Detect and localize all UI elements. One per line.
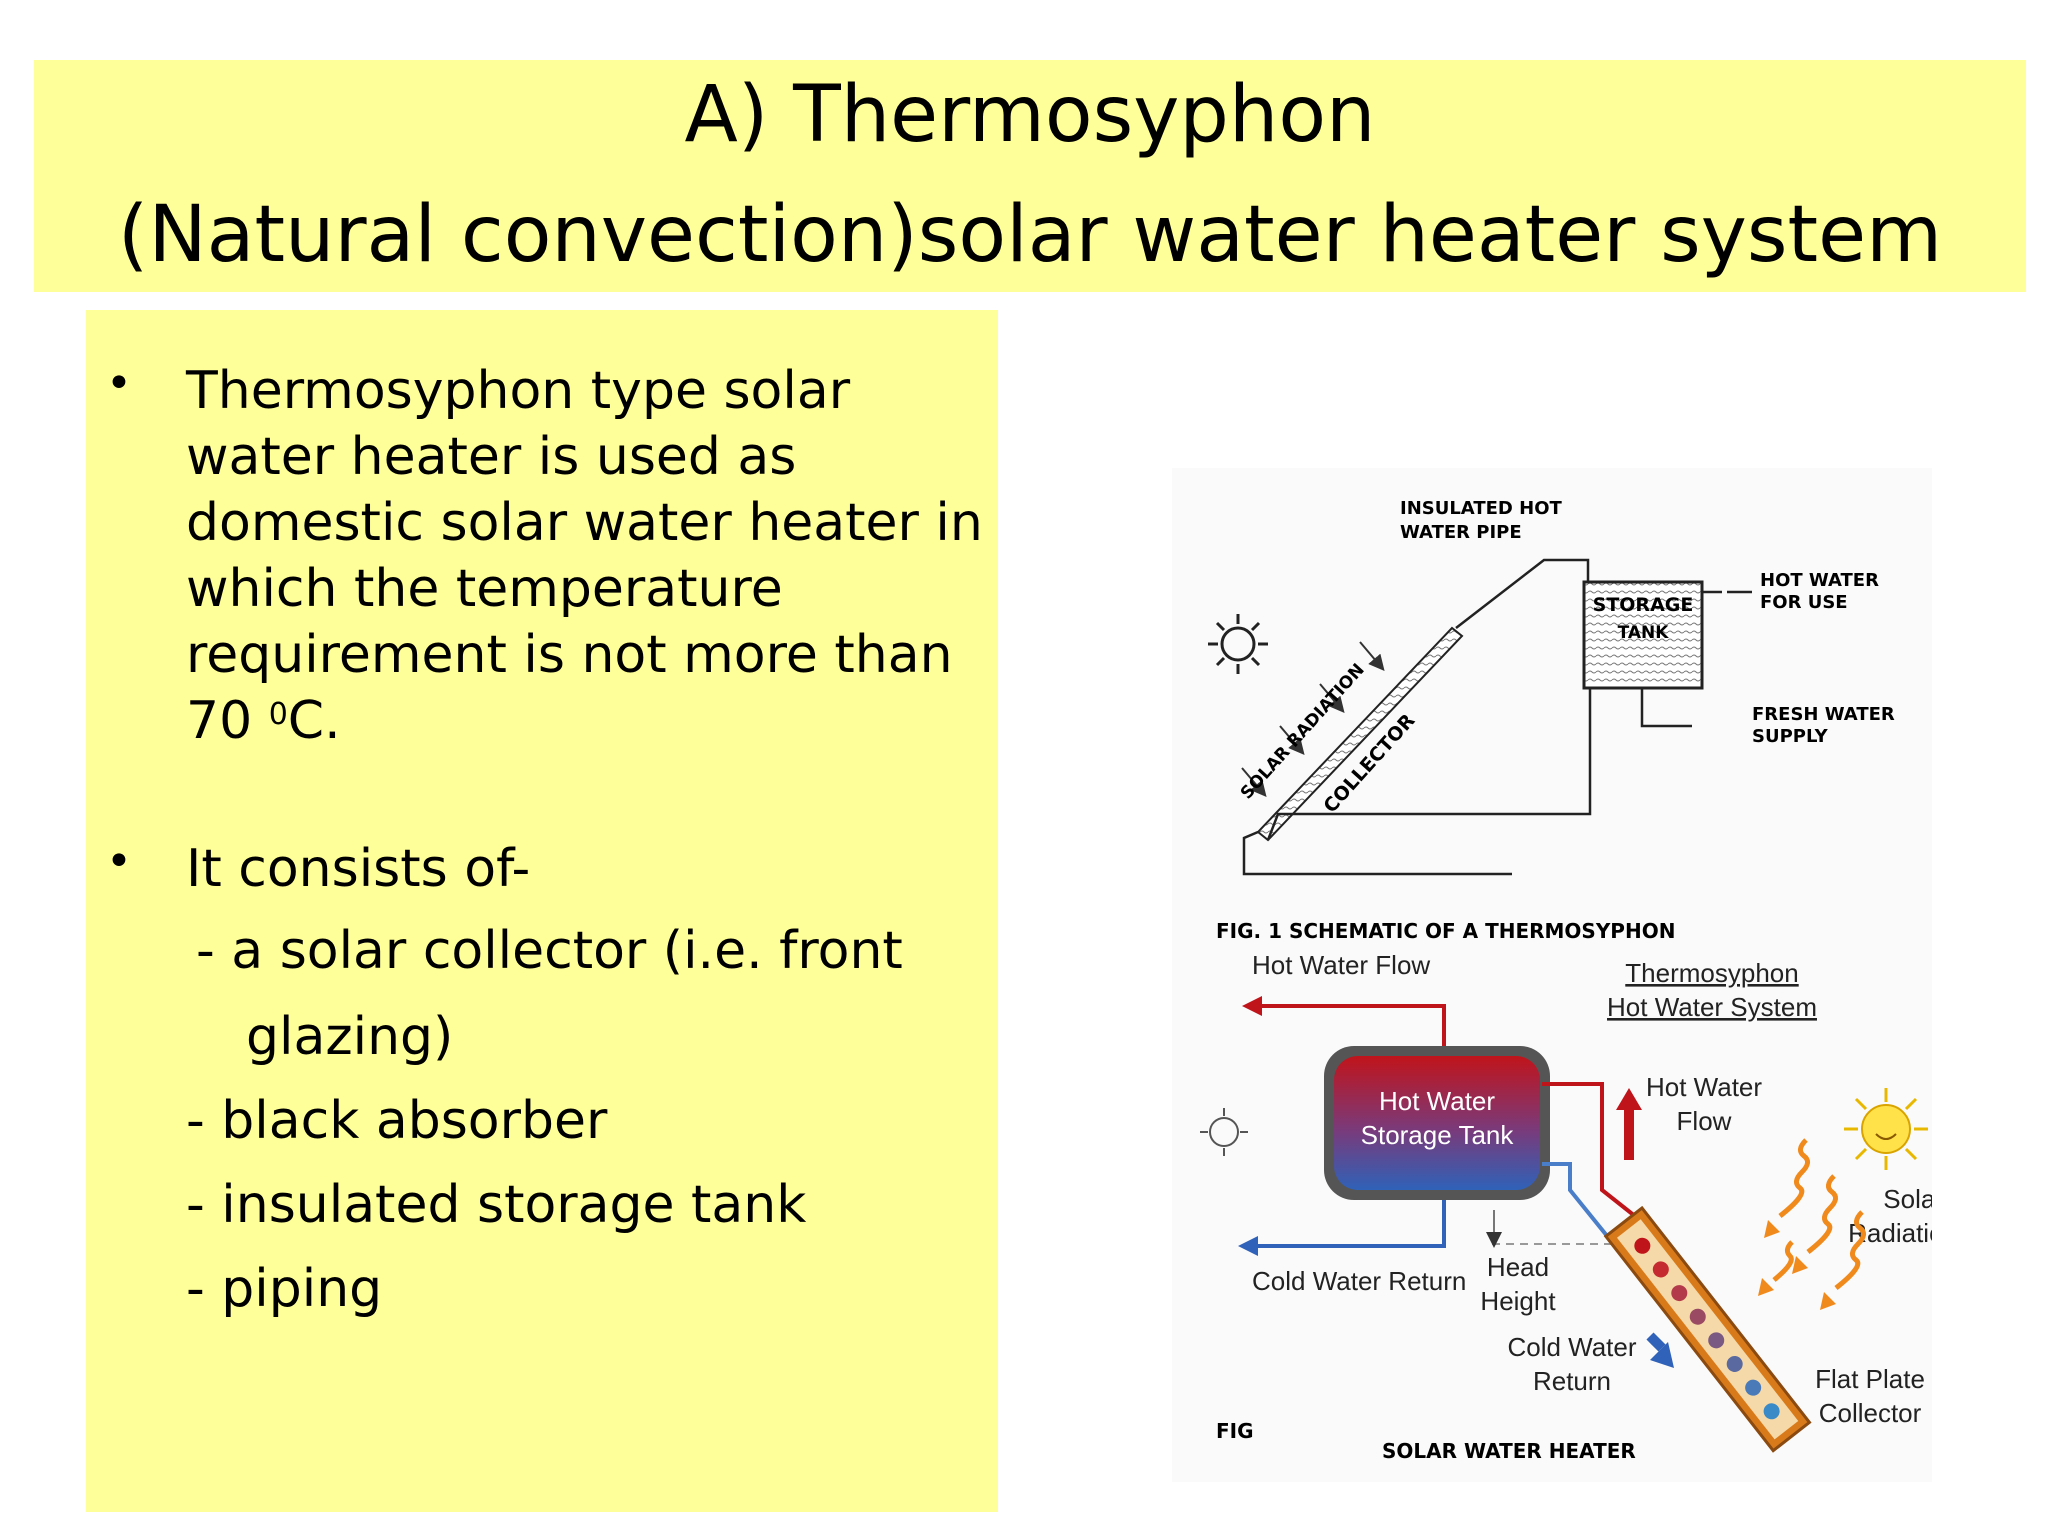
title-banner: A) Thermosyphon (Natural convection)sola… [34, 60, 2026, 292]
tank-label: Storage Tank [1361, 1120, 1515, 1150]
cold-return-label: Cold Water Return [1252, 1266, 1466, 1296]
sun-icon [1208, 614, 1268, 674]
text-panel: • Thermosyphon type solar water heater i… [86, 310, 998, 1512]
slide-title-line-1: A) Thermosyphon [684, 70, 1376, 160]
hot-flow-pipe [1262, 1004, 1446, 1050]
hot-flow-arrow [1624, 1108, 1634, 1160]
solar-radiation-arrows [1772, 1138, 1866, 1290]
solar-collector [1256, 626, 1464, 842]
pipe-label: INSULATED HOT [1400, 498, 1562, 519]
sun-icon [1844, 1088, 1928, 1170]
bullet-dot: • [106, 358, 132, 409]
cold-return-pipe [1258, 1200, 1446, 1248]
hot-flow-label: Flow [1677, 1106, 1732, 1136]
head-height-label: Head [1487, 1252, 1549, 1282]
fig-fragment: FIG [1216, 1419, 1254, 1443]
bullet-dot: • [106, 836, 132, 887]
component-item: glazing) [246, 1007, 454, 1067]
tank-label: STORAGE [1593, 594, 1694, 616]
system-title: Hot Water System [1607, 992, 1817, 1022]
tank-label: TANK [1618, 623, 1670, 643]
cold-return-label: Cold Water [1507, 1332, 1636, 1362]
hot-riser-pipe [1542, 1082, 1652, 1230]
cold-return-arrow [1646, 1332, 1666, 1352]
schematic-diagram: STORAGE TANK INSULATED HOT WATER PIPE HO… [1208, 498, 1895, 943]
bullet-text: It consists of- [186, 839, 531, 899]
solar-radiation-label: Solar [1883, 1184, 1932, 1214]
fresh-water-label: SUPPLY [1752, 726, 1829, 747]
component-item: - a solar collector (i.e. front [196, 921, 903, 981]
pipe-label: WATER PIPE [1400, 522, 1522, 543]
slide-title-line-2: (Natural convection)solar water heater s… [117, 190, 1943, 280]
cold-return-label: Return [1533, 1366, 1611, 1396]
collector-label: Flat Plate [1815, 1364, 1925, 1394]
collector-tubes [1634, 1237, 1780, 1420]
color-diagram: FIG SOLAR WATER HEATER Hot Water Flow Th… [1200, 950, 1958, 1463]
radiation-arrowheads [1758, 1220, 1836, 1310]
hot-flow-arrowhead [1616, 1088, 1642, 1110]
solar-water-heater-caption: SOLAR WATER HEATER [1382, 1439, 1636, 1463]
fresh-water-label: FRESH WATER [1752, 704, 1895, 725]
component-item: - piping [186, 1259, 383, 1319]
hot-flow-label: Hot Water Flow [1252, 950, 1430, 980]
system-title: Thermosyphon [1625, 958, 1798, 988]
head-height-label: Height [1480, 1286, 1556, 1316]
bullet-text: Thermosyphon type solar water heater is … [186, 361, 983, 751]
hot-use-label: FOR USE [1760, 592, 1848, 613]
cold-return-arrowhead [1650, 1342, 1674, 1368]
component-item: - insulated storage tank [186, 1175, 807, 1235]
hot-water-storage-tank [1334, 1056, 1540, 1190]
figure-panel: STORAGE TANK INSULATED HOT WATER PIPE HO… [1172, 468, 1958, 1482]
hot-use-label: HOT WATER [1760, 570, 1879, 591]
storage-tank [1582, 580, 1704, 690]
radiation-arrows [1241, 641, 1385, 798]
component-item: - black absorber [186, 1091, 608, 1151]
flat-plate-collector [1603, 1205, 1812, 1453]
schematic-caption: FIG. 1 SCHEMATIC OF A THERMOSYPHON [1216, 919, 1675, 943]
tank-label: Hot Water [1379, 1086, 1495, 1116]
sun-icon [1200, 1108, 1248, 1156]
hot-flow-label: Hot Water [1646, 1072, 1762, 1102]
hot-flow-arrowhead [1242, 996, 1262, 1016]
cold-return-arrowhead [1238, 1236, 1258, 1256]
collector-label: Collector [1819, 1398, 1922, 1428]
thermosyphon-figure: STORAGE TANK INSULATED HOT WATER PIPE HO… [1200, 498, 1958, 1463]
